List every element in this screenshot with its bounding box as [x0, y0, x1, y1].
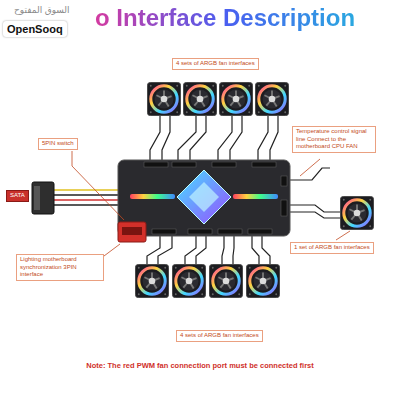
- watermark: OpenSooq: [3, 21, 67, 37]
- callout-text: SATA: [10, 192, 25, 200]
- fan-group-callout: 1 set of ARGB fan interfaces: [290, 242, 374, 254]
- fan-group-callout: 4 sets of ARGB fan interfaces: [172, 58, 259, 70]
- sata-tag: SATA: [6, 190, 29, 202]
- callout-text: 4 sets of ARGB fan interfaces: [176, 60, 255, 68]
- signal-callout: Temperature control signal line Connect …: [292, 126, 376, 153]
- watermark: السوق المفتوح: [14, 5, 70, 15]
- callout-text: 1 set of ARGB fan interfaces: [294, 244, 370, 252]
- page-title: o Interface Description: [95, 4, 355, 32]
- switch-callout: 5PIN switch: [38, 138, 78, 150]
- callout-text: Temperature control signal line Connect …: [296, 128, 372, 151]
- note-text: Note: The red PWM fan connection port mu…: [0, 361, 400, 370]
- sync-callout: Lighting motherboard synchronization 3PI…: [16, 254, 104, 281]
- callout-text: 4 sets of ARGB fan interfaces: [180, 332, 259, 340]
- callout-text: Lighting motherboard synchronization 3PI…: [20, 256, 100, 279]
- callout-text: 5PIN switch: [42, 140, 74, 148]
- fan-group-callout: 4 sets of ARGB fan interfaces: [176, 330, 263, 342]
